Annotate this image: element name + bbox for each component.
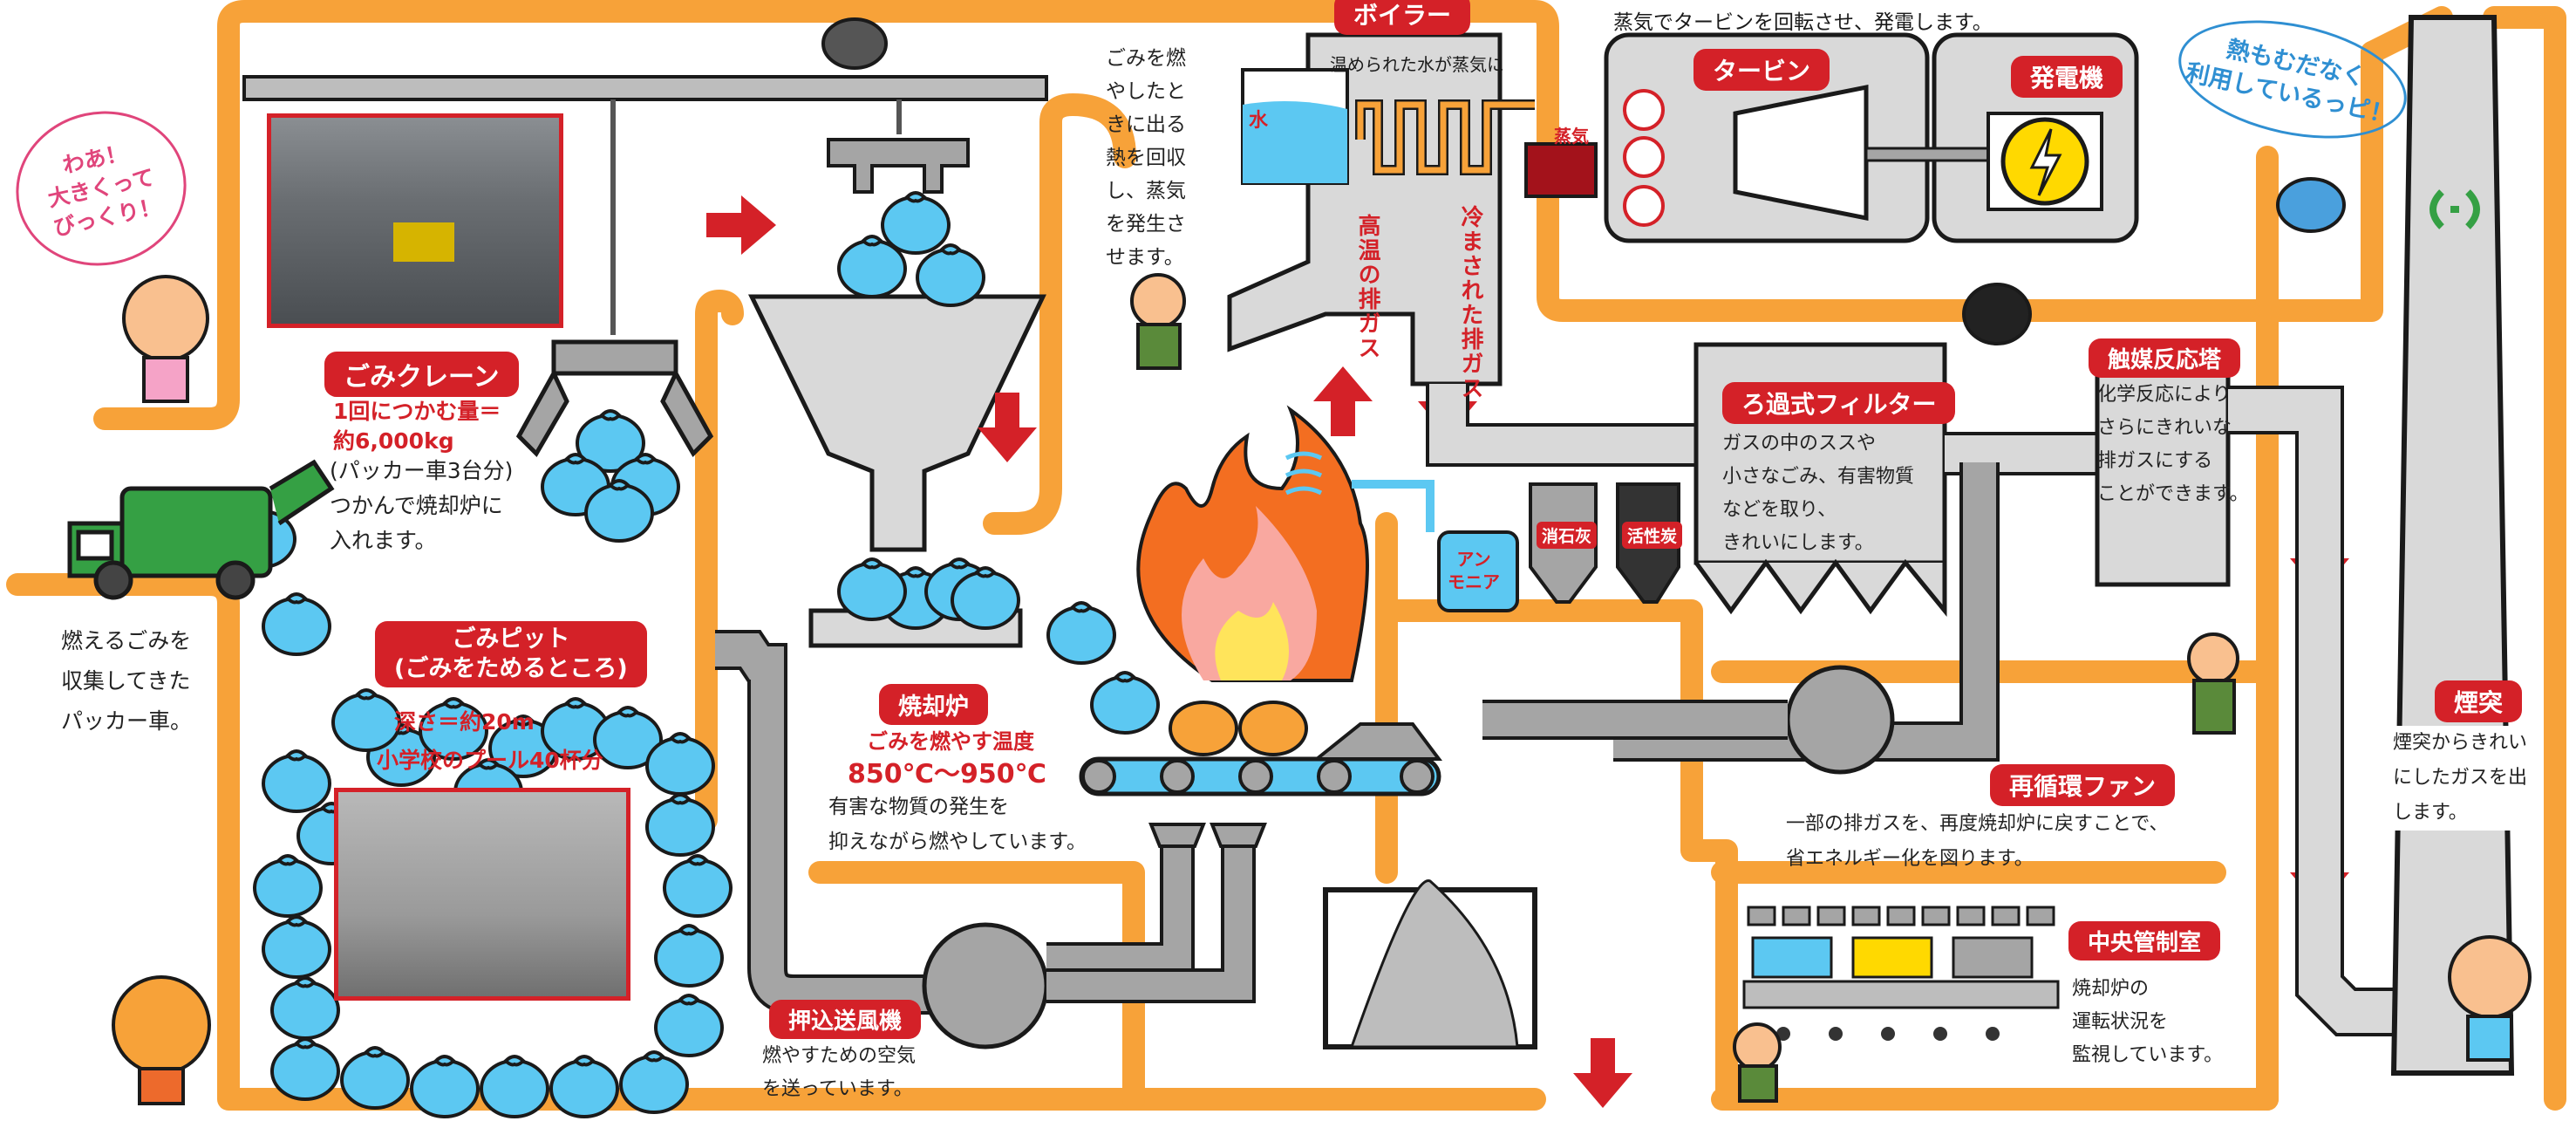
recirc-fan-label: 再循環ファン: [1990, 764, 2176, 806]
truck-description: 燃えるごみを 収集してきた パッカー車。: [61, 628, 193, 734]
turbine-label: タービン: [1693, 49, 1830, 91]
chimney-label: 煙突: [2435, 680, 2523, 722]
control-room-label: 中央管制室: [2068, 921, 2221, 961]
incinerator-temp: 850℃～950℃: [848, 759, 1046, 790]
lime-label: 消石灰: [1537, 522, 1598, 549]
crane-photo: [267, 113, 563, 328]
push-fan-description: 燃やすための空気 を送っています。: [762, 1045, 917, 1100]
ammonia-label: アン モニア: [1448, 549, 1500, 592]
catalyst-label: 触媒反応塔: [2089, 338, 2241, 378]
catalyst-description: 化学反応により さらにきれいな 排ガスにする ことができます。: [2097, 384, 2249, 505]
control-room-description: 焼却炉の 運転状況を 監視しています。: [2072, 978, 2224, 1066]
crane-description: (パッカー車3台分) つかんで焼却炉に 入れます。: [330, 458, 514, 553]
crane-capacity: 1回につかむ量＝ 約6,000kg: [333, 399, 501, 454]
boiler-heated-text: 温められた水が蒸気に: [1330, 54, 1504, 75]
chimney-description: 煙突からきれい にしたガスを出 します。: [2393, 726, 2528, 831]
turbine-top-text: 蒸気でタービンを回転させ、発電します。: [1613, 11, 1993, 34]
pit-depth: 深さ＝約20m: [394, 709, 535, 735]
generator-label: 発電機: [2011, 56, 2123, 98]
pit-pools: 小学校のプール40杯分: [377, 748, 603, 773]
pit-label: ごみピット (ごみをためるところ): [375, 621, 647, 687]
incinerator-temp-label: ごみを燃やす温度: [867, 729, 1034, 754]
boiler-label: ボイラー: [1334, 0, 1471, 35]
push-fan-label: 押込送風機: [769, 1000, 922, 1039]
boiler-water-text: 水: [1249, 110, 1269, 132]
recirc-fan-description: 一部の排ガスを、再度焼却炉に戻すことで、 省エネルギー化を図ります。: [1786, 813, 2169, 870]
crane-label: ごみクレーン: [324, 352, 519, 397]
boiler-cooled-gas-text: 冷まされた排ガス: [1457, 205, 1483, 400]
incinerator-description: 有害な物質の発生を 抑えながら燃やしています。: [828, 796, 1087, 853]
pit-photo: [334, 788, 630, 1001]
wow-speech-text: わあ！ 大きくって びっくり！: [45, 140, 164, 241]
filter-description: ガスの中のススや 小さなごみ、有害物質 などを取り、 きれいにします。: [1722, 433, 1915, 554]
heat-recovery-note: ごみを燃 やしたと きに出る 熱を回収 し、蒸気 を発生さ せます。: [1106, 47, 1186, 269]
boiler-steam-text: 蒸気: [1554, 126, 1589, 147]
incinerator-label: 焼却炉: [879, 684, 988, 725]
filter-label: ろ過式フィルター: [1722, 382, 1956, 424]
boiler-hot-gas-text: 高温の排ガス: [1354, 214, 1380, 360]
carbon-label: 活性炭: [1622, 522, 1683, 549]
